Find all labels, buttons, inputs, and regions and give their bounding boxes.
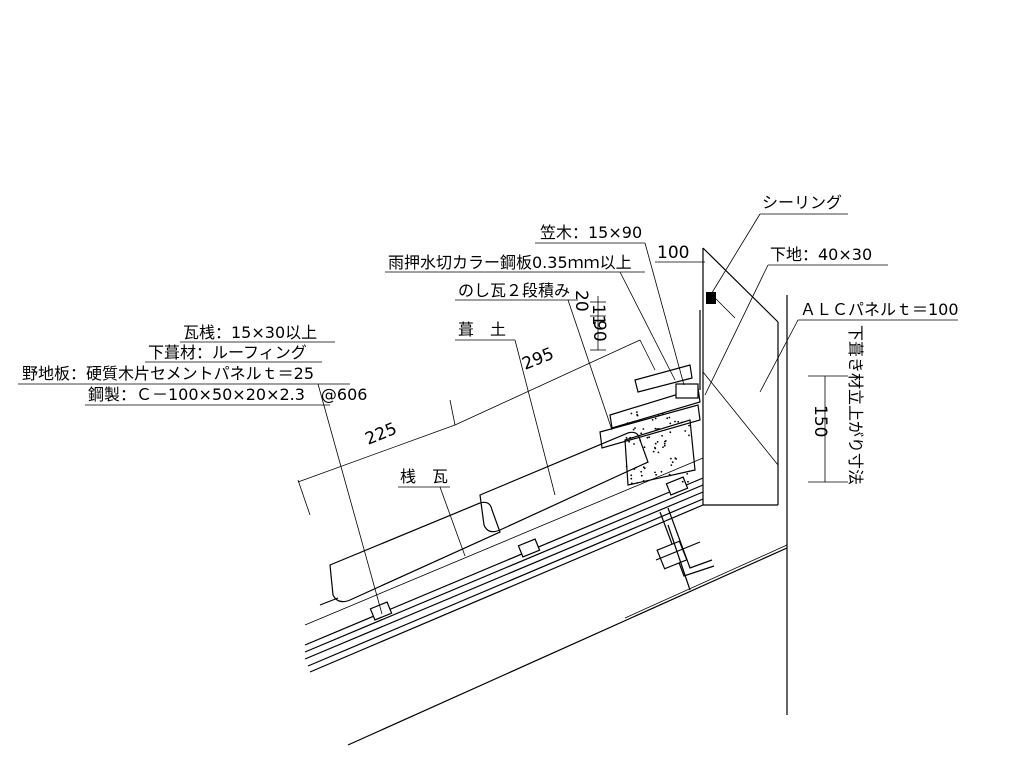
dim-90: 90 [589,320,609,342]
soil-dot [664,440,667,442]
soil-dot [688,424,690,427]
soil-dot [668,416,671,419]
soil-dot [640,470,643,473]
soil-dot [671,461,674,464]
soil-dot [640,474,643,477]
soil-dot [657,451,660,454]
label-sealing: シーリング [762,193,842,212]
soil-dot [687,480,689,483]
soil-dot [643,446,646,449]
soil-dot [688,434,690,437]
soil-dot [666,417,669,420]
noshi-tiles [599,292,716,486]
soil-dot [663,444,666,447]
soil-dot [630,477,633,480]
dim-150: 150 [810,405,830,437]
dimension-texts: 100 20 11 90 295 225 150 [362,243,830,450]
soil-dot [640,432,643,435]
soil-dot [670,457,672,460]
steel-bracket [655,507,715,591]
dim-225: 225 [362,419,400,450]
label-shitaji: 下地：40×30 [770,245,872,264]
dim-11: 11 [588,304,608,326]
soil-dot [626,422,629,424]
soil-dot [632,428,635,431]
soil-dot [654,471,656,474]
soil-dot [677,420,680,423]
soil-dot [642,480,645,482]
soil-dot [662,446,664,448]
soil-dot [669,431,672,434]
soil-dot [629,436,632,439]
roof-deck [304,457,788,746]
soil-dot [654,446,656,449]
soil-dot [663,442,666,445]
soil-dot [652,450,655,453]
soil-dot [628,440,630,443]
soil-dot [654,442,657,445]
roof-tiles [319,431,689,621]
dim-295: 295 [519,344,557,375]
soil-dot [660,470,663,473]
soil-dot [634,427,636,429]
soil-dot [681,480,684,483]
soil-dot [654,417,657,420]
soil-dot [656,428,658,430]
soil-dot [636,413,638,416]
label-alc: ＡＬＣパネルｔ＝100 [800,300,959,319]
label-sangawara: 桟 瓦 [400,467,448,486]
dim-20: 20 [571,290,591,312]
label-nojiita: 野地板：硬質木片セメントパネルｔ＝25 [22,364,314,383]
soil-dot [668,473,671,476]
soil-dot [680,421,683,424]
soil-dot [674,457,677,459]
soil-dot [642,466,645,469]
soil-dot [639,439,642,442]
soil-dot [635,466,637,469]
soil-dot [633,443,635,445]
soil-dot [631,482,633,485]
soil-dot [646,436,649,439]
soil-dot [658,428,660,430]
soil-dot [636,482,639,484]
labels: シーリング 笠木：15×90 雨押水切カラー鋼板0.35ｍｍ以上 下地：40×3… [22,193,959,486]
soil-dot [686,473,689,475]
leader-lines [18,213,958,615]
soil-dot [674,420,676,423]
dimension-lines [297,261,848,516]
soil-dot [630,474,633,477]
label-kasagi: 笠木：15×90 [540,223,642,242]
soil-dot [648,436,651,439]
soil-dot [625,465,628,468]
label-noshi: のし瓦２段積み [458,281,570,300]
soil-dot [656,441,659,443]
soil-dot [630,412,633,415]
label-fukido: 葺 土 [458,320,506,339]
label-kousei: 鋼製：Ｃ－100×50×20×2.3 @606 [88,385,367,404]
soil-dot [651,419,654,421]
label-kawarasan: 瓦桟：15×30以上 [183,323,317,342]
soil-dot [670,464,673,466]
soil-dot [657,414,660,417]
soil-dot [654,427,657,430]
alc-wall [702,247,788,715]
label-vertical-note: 下葺き材立上がり寸法 [846,325,865,485]
soil-dot [684,430,687,432]
soil-dot [625,437,628,439]
soil-dot [633,468,636,470]
soil-dot [669,422,672,425]
soil-dot [661,434,663,437]
soil-dot [661,412,664,415]
dim-100: 100 [657,243,689,263]
soil-dot [636,411,638,413]
label-amaosae: 雨押水切カラー鋼板0.35ｍｍ以上 [388,253,632,272]
fukido-soil-dots [625,411,690,485]
soil-dot [642,428,645,430]
label-shitabuki: 下葺材：ルーフィング [148,343,307,362]
soil-dot [655,473,657,476]
